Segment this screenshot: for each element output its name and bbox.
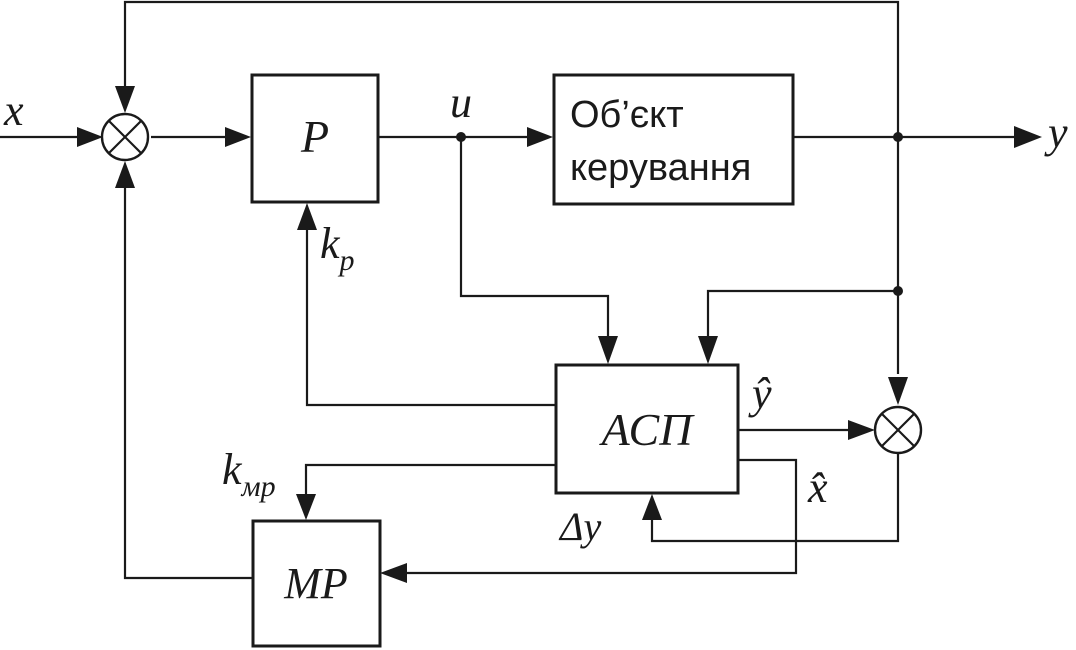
arrowhead-into-asp-bottom xyxy=(642,494,662,520)
block-asp: АСП xyxy=(554,363,740,495)
arrowheads xyxy=(77,86,1042,583)
arrowhead-into-mr-right xyxy=(380,563,407,583)
signal-label-x: x xyxy=(3,86,24,135)
junction-dot-output xyxy=(893,132,903,142)
wire-u-to-asp xyxy=(459,137,610,340)
arrowhead-into-mr-top xyxy=(296,494,316,520)
wire-delta-y-to-asp xyxy=(650,453,900,543)
arrowhead-into-asp-left xyxy=(598,336,618,364)
block-mr-label: МР xyxy=(283,559,348,608)
arrowhead-x-into-sum xyxy=(77,127,103,147)
signal-label-y-hat: ŷ xyxy=(748,369,772,418)
arrowhead-into-regulator xyxy=(225,127,251,147)
wire-xhat-to-mr xyxy=(404,458,798,575)
signal-label-kp-base: k xyxy=(320,219,341,268)
arrowhead-output-y xyxy=(1014,126,1042,148)
signal-label-kp-sub: p xyxy=(338,244,355,277)
wire-mr-to-sum xyxy=(123,184,253,580)
summing-junction-comparator xyxy=(873,405,923,455)
arrowhead-into-asp-right xyxy=(698,336,718,364)
summing-junction-input xyxy=(100,112,150,162)
block-mr: МР xyxy=(251,519,382,648)
signal-label-kmr-base: k xyxy=(222,445,243,494)
arrowhead-into-plant xyxy=(527,127,553,147)
signal-label-x-hat: x̂ xyxy=(807,463,828,512)
signal-label-delta-y: Δy xyxy=(558,504,601,549)
arrowhead-into-comparator-top xyxy=(888,377,908,405)
arrowhead-bottom-into-sum xyxy=(115,161,135,188)
signal-label-kmr: kмр xyxy=(222,445,276,503)
connections xyxy=(0,0,1016,580)
arrowhead-into-comparator-left xyxy=(848,420,875,440)
signal-label-kp: kp xyxy=(320,219,355,277)
arrowhead-top-into-sum xyxy=(115,86,135,113)
signal-label-u: u xyxy=(450,78,472,127)
wire-output-to-asp xyxy=(706,289,898,340)
arrowhead-into-regulator-kp xyxy=(297,203,317,230)
block-asp-label: АСП xyxy=(599,404,696,455)
junction-dot-u xyxy=(456,132,466,142)
block-plant-label-line2: керування xyxy=(570,147,751,189)
block-regulator: Р xyxy=(250,73,380,204)
block-plant-label-line1: Об’єкт xyxy=(570,94,684,136)
signal-label-y: y xyxy=(1044,108,1068,157)
wire-asp-to-mr xyxy=(304,463,555,497)
signal-label-kmr-sub: мр xyxy=(241,470,276,503)
block-plant: Об’єкт керування xyxy=(552,73,795,206)
block-regulator-label: Р xyxy=(300,111,329,162)
wire-asp-to-regulator xyxy=(305,227,555,407)
wire-top-feedback xyxy=(123,0,900,137)
junction-dot-asp-feed xyxy=(893,286,903,296)
